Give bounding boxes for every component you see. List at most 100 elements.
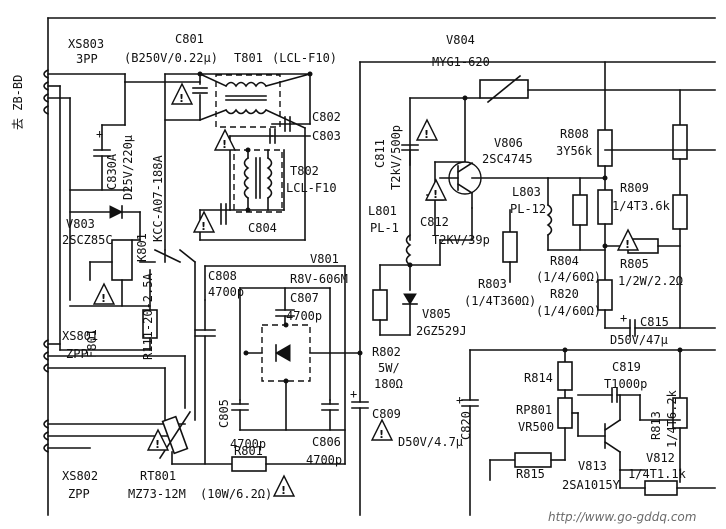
r801-value: (10W/6.2Ω) bbox=[200, 487, 272, 501]
r802-label: R802 bbox=[372, 345, 401, 359]
c830a-label: C830A bbox=[105, 153, 119, 190]
warning-icon: ! bbox=[370, 418, 394, 441]
c804-label: C804 bbox=[248, 221, 277, 235]
f801-label: F801 bbox=[85, 329, 99, 358]
v803-value: 2SCZ85C bbox=[62, 233, 113, 247]
t802-label: T802 bbox=[290, 164, 319, 178]
plus-c830a: + bbox=[96, 127, 103, 141]
svg-text:!: ! bbox=[625, 238, 630, 251]
svg-text:!: ! bbox=[101, 292, 106, 305]
c801-label: C801 bbox=[175, 32, 204, 46]
t802-value: LCL-F10 bbox=[286, 181, 337, 195]
oscillator bbox=[372, 144, 549, 336]
c811-label: C811 bbox=[373, 139, 387, 168]
plus-c815: + bbox=[620, 311, 627, 325]
c809-label: C809 bbox=[372, 407, 401, 421]
c807-value: 4700p bbox=[286, 309, 322, 323]
svg-text:!: ! bbox=[155, 438, 160, 451]
r805-value: 1/2W/2.2Ω bbox=[618, 274, 683, 288]
v804-label: V804 bbox=[446, 33, 475, 47]
xs801-type: ZPP bbox=[66, 347, 88, 361]
l801-value: PL-1 bbox=[370, 221, 399, 235]
r809-label: R809 bbox=[620, 181, 649, 195]
svg-text:!: ! bbox=[201, 220, 206, 233]
l801-label: L801 bbox=[368, 204, 397, 218]
warning-icon: ! bbox=[192, 210, 216, 233]
xs802-label: XS802 bbox=[62, 469, 98, 483]
c830a-capacitor bbox=[69, 81, 131, 191]
rt801-label: RT801 bbox=[140, 469, 176, 483]
r813-label: R813 bbox=[649, 411, 663, 440]
c806-label: C806 bbox=[312, 435, 341, 449]
r802-value2: 180Ω bbox=[374, 377, 403, 391]
r805-label: R805 bbox=[620, 257, 649, 271]
f801-value: R111-20-2.5A bbox=[141, 273, 155, 360]
c805-label: C805 bbox=[217, 399, 231, 428]
r813-value: 1/4T6.2k bbox=[665, 389, 679, 448]
r803-value: (1/4T360Ω) bbox=[464, 294, 536, 308]
warning-icon: ! bbox=[92, 282, 116, 305]
feedback-network bbox=[502, 61, 716, 337]
xs801-label: XS801 bbox=[62, 329, 98, 343]
c830a-value: D25V/220μ bbox=[121, 135, 135, 200]
main-rail bbox=[351, 61, 716, 516]
c808-value: 4700p bbox=[208, 285, 244, 299]
line-filter bbox=[124, 71, 313, 251]
c819-label: C819 bbox=[612, 360, 641, 374]
warning-triangles: ! ! ! ! ! ! ! ! ! ! bbox=[92, 82, 640, 497]
l803-value: PL-12 bbox=[510, 202, 546, 216]
rp801-label: RP801 bbox=[516, 403, 552, 417]
r814-label: R814 bbox=[524, 371, 553, 385]
v813-label: V813 bbox=[578, 459, 607, 473]
l803-label: L803 bbox=[512, 185, 541, 199]
v805-value: 2GZ529J bbox=[416, 324, 467, 338]
r804-label: R804 bbox=[550, 254, 579, 268]
connector-bus bbox=[43, 17, 716, 516]
v801-value: R8V-606M bbox=[290, 272, 348, 286]
c807-label: C807 bbox=[290, 291, 319, 305]
warning-icon: ! bbox=[170, 82, 194, 105]
plus-c809: + bbox=[350, 387, 357, 401]
r808-label: R808 bbox=[560, 127, 589, 141]
v805-label: V805 bbox=[422, 307, 451, 321]
v804-varistor bbox=[409, 74, 716, 241]
xs803-type: 3PP bbox=[76, 52, 98, 66]
c820-value: D50V/4.7μ bbox=[398, 435, 463, 449]
r815-label: R815 bbox=[516, 467, 545, 481]
v801-label: V801 bbox=[310, 252, 339, 266]
warning-icon: ! bbox=[616, 228, 640, 251]
v804-value: MYG1-620 bbox=[432, 55, 490, 69]
r820-label: R820 bbox=[550, 287, 579, 301]
xs803-label: XS803 bbox=[68, 37, 104, 51]
k801-label: K801 bbox=[135, 233, 149, 262]
r803-label: R803 bbox=[478, 277, 507, 291]
c819-value: T1000p bbox=[604, 377, 647, 391]
k801-value: KCC-A07-188A bbox=[151, 155, 165, 242]
r820-value: (1/4/60Ω) bbox=[536, 304, 601, 318]
lower-connections bbox=[47, 343, 346, 472]
svg-text:!: ! bbox=[379, 428, 384, 441]
warning-icon: ! bbox=[272, 474, 296, 497]
c812-label: C812 bbox=[420, 215, 449, 229]
to-board-label: 去 ZB-BD bbox=[11, 75, 25, 130]
v806-value: 2SC4745 bbox=[482, 152, 533, 166]
t801-label: T801 bbox=[234, 51, 263, 65]
c820-label: C820 bbox=[459, 411, 473, 440]
v806-label: V806 bbox=[494, 136, 523, 150]
t802-filter bbox=[199, 127, 306, 241]
plus-c820: + bbox=[456, 393, 463, 407]
bridge-rectifier bbox=[194, 265, 363, 465]
warning-icon: ! bbox=[146, 428, 170, 451]
c811-value: T2kV/500p bbox=[389, 125, 403, 190]
r802-value: 5W/ bbox=[378, 361, 400, 375]
relay-circuit bbox=[59, 205, 197, 421]
svg-text:!: ! bbox=[222, 138, 227, 151]
c815-value: D50V/47μ bbox=[610, 333, 668, 347]
c812-value: T2KV/39p bbox=[432, 233, 490, 247]
c801-value: (B250V/0.22μ) bbox=[124, 51, 218, 65]
v812-value: 1/4T1.1k bbox=[628, 467, 687, 481]
r804-value: (1/4/60Ω) bbox=[536, 270, 601, 284]
warning-icon: ! bbox=[424, 178, 448, 201]
warning-icon: ! bbox=[415, 118, 439, 141]
